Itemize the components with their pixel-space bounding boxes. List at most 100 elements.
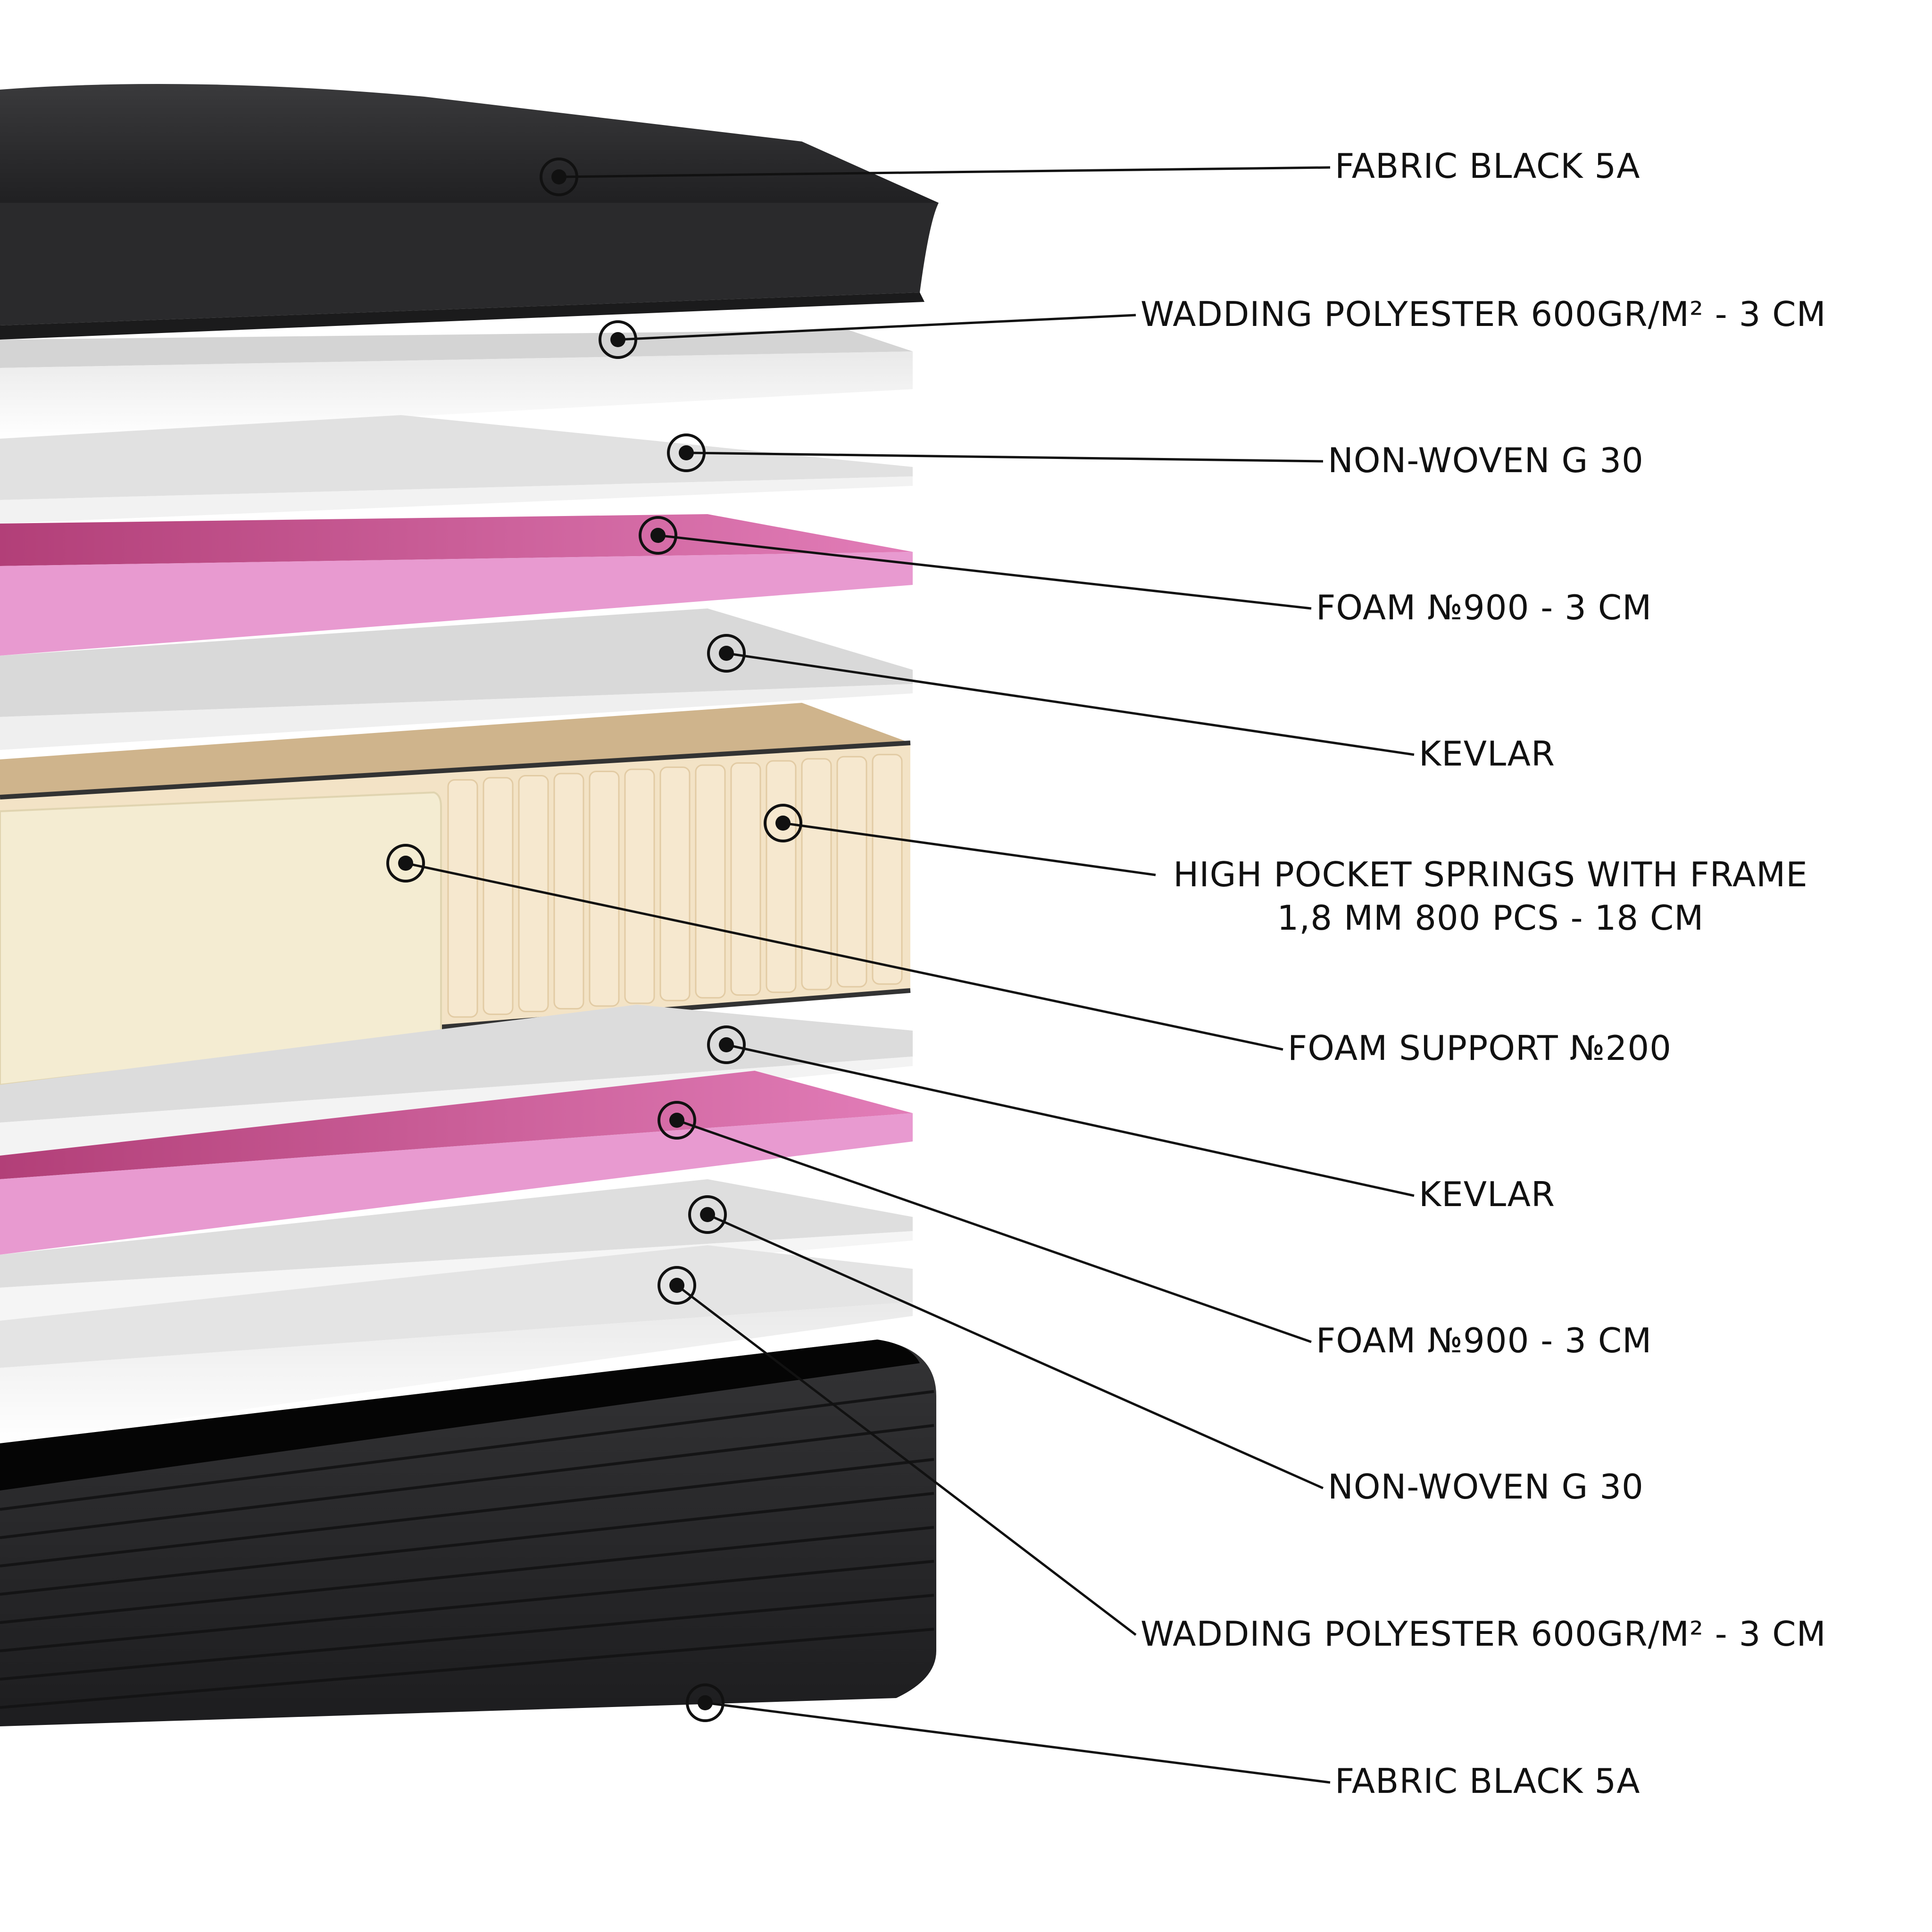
kevlar-top-surface <box>0 608 913 717</box>
marker-ring-icon <box>688 1195 727 1234</box>
marker-ring-icon <box>707 634 746 673</box>
label-nonwoven-top: NON-WOVEN G 30 <box>1328 441 1644 480</box>
marker-ring-icon <box>386 844 425 883</box>
marker-ring-icon <box>764 804 802 842</box>
spring-pocket <box>553 773 584 1010</box>
spring-pocket <box>730 762 761 996</box>
leader-line <box>705 1701 1331 1784</box>
leader-line <box>686 451 1324 463</box>
layer-foam-support <box>0 791 442 1086</box>
spring-frame-top <box>0 741 911 799</box>
foam900-top-side <box>0 552 913 656</box>
marker-ring-icon <box>639 516 677 555</box>
spring-pocket <box>624 768 655 1004</box>
leader-markers <box>386 158 802 1722</box>
wadding-top-surface <box>0 330 913 368</box>
wadding-bottom-surface <box>0 1245 913 1368</box>
spring-pocket <box>766 760 797 993</box>
label-foam900-top: FOAM №900 - 3 CM <box>1316 588 1652 627</box>
leader-line <box>676 1284 1137 1636</box>
marker-dot-icon <box>698 1695 713 1710</box>
marker-dot-icon <box>775 816 791 831</box>
fabric-bottom-inner <box>0 1340 920 1491</box>
marker-ring-icon <box>707 1025 746 1064</box>
leader-line <box>617 314 1136 341</box>
wadding-top-side <box>0 351 913 439</box>
foam900-bottom-surface <box>0 1071 913 1179</box>
spring-pocket <box>659 766 691 1001</box>
quilting-line <box>0 1390 934 1511</box>
foam-support-block <box>0 791 442 1086</box>
fabric-top-side <box>0 203 939 325</box>
spring-pocket <box>801 758 832 991</box>
nonwoven-top-surface <box>0 415 913 500</box>
label-springs-line1: HIGH POCKET SPRINGS WITH FRAME <box>1173 855 1808 894</box>
foam900-top-surface <box>0 514 913 566</box>
label-kevlar-bottom: KEVLAR <box>1419 1174 1556 1214</box>
quilting-line <box>0 1492 934 1596</box>
label-nonwoven-bottom: NON-WOVEN G 30 <box>1328 1467 1644 1507</box>
label-fabric-bottom: FABRIC BLACK 5A <box>1335 1761 1641 1801</box>
label-wadding-top: WADDING POLYESTER 600GR/M² - 3 CM <box>1141 294 1826 334</box>
spring-pocket <box>589 771 620 1007</box>
marker-ring-icon <box>686 1683 724 1722</box>
wadding-bottom-side <box>0 1302 913 1443</box>
quilting-line <box>0 1458 934 1567</box>
spring-pocket <box>447 779 478 1018</box>
marker-dot-icon <box>551 169 566 184</box>
marker-ring-icon <box>658 1266 696 1305</box>
marker-dot-icon <box>719 646 734 661</box>
marker-dot-icon <box>669 1278 684 1293</box>
spring-pocket <box>872 754 903 985</box>
marker-dot-icon <box>700 1207 715 1222</box>
layer-fabric-top <box>0 84 939 340</box>
leader-line <box>658 534 1312 610</box>
quilting-line <box>0 1560 934 1652</box>
layer-kevlar-top <box>0 608 913 750</box>
quilting-line <box>0 1424 934 1539</box>
leader-line <box>783 822 1156 876</box>
nonwoven-top-side <box>0 476 913 524</box>
layer-foam900-bottom <box>0 1071 913 1255</box>
layer-foam900-top <box>0 514 913 656</box>
layer-wadding-top <box>0 330 913 439</box>
quilting-line <box>0 1594 934 1681</box>
fabric-bottom-quilting <box>0 1390 934 1709</box>
leader-line <box>707 1213 1324 1490</box>
spring-pocket <box>483 777 514 1015</box>
quilting-line <box>0 1628 934 1709</box>
marker-dot-icon <box>650 528 666 543</box>
springs-top-surface <box>0 703 910 797</box>
label-foam-support: FOAM SUPPORT №200 <box>1288 1028 1672 1068</box>
label-springs: HIGH POCKET SPRINGS WITH FRAME 1,8 MM 80… <box>1160 853 1821 940</box>
nonwoven-bottom-surface <box>0 1179 913 1288</box>
spring-pocket <box>695 764 726 999</box>
leader-line <box>726 1043 1415 1197</box>
layer-fabric-bottom <box>0 1340 936 1726</box>
foam900-bottom-side <box>0 1113 913 1255</box>
marker-ring-icon <box>599 320 637 359</box>
marker-dot-icon <box>719 1037 734 1052</box>
fabric-top-edge <box>0 292 924 340</box>
marker-dot-icon <box>679 445 694 460</box>
layer-wadding-bottom <box>0 1245 913 1443</box>
fabric-top-quilting <box>0 84 939 203</box>
label-foam900-bottom: FOAM №900 - 3 CM <box>1316 1321 1652 1360</box>
leader-lines <box>405 166 1415 1784</box>
leader-line <box>405 862 1283 1051</box>
leader-line <box>726 652 1415 756</box>
marker-ring-icon <box>667 433 706 472</box>
kevlar-bottom-surface <box>0 1005 913 1123</box>
label-fabric-top: FABRIC BLACK 5A <box>1335 146 1641 186</box>
spring-pocket <box>836 756 867 988</box>
layer-nonwoven-top <box>0 415 913 524</box>
label-springs-line2: 1,8 MM 800 PCS - 18 CM <box>1277 898 1704 938</box>
marker-dot-icon <box>398 856 413 871</box>
leader-line <box>676 1119 1312 1343</box>
label-kevlar-top: KEVLAR <box>1419 734 1556 774</box>
quilting-line <box>0 1526 934 1624</box>
marker-dot-icon <box>610 332 625 347</box>
marker-dot-icon <box>669 1113 684 1128</box>
label-wadding-bottom: WADDING POLYESTER 600GR/M² - 3 CM <box>1141 1614 1826 1654</box>
